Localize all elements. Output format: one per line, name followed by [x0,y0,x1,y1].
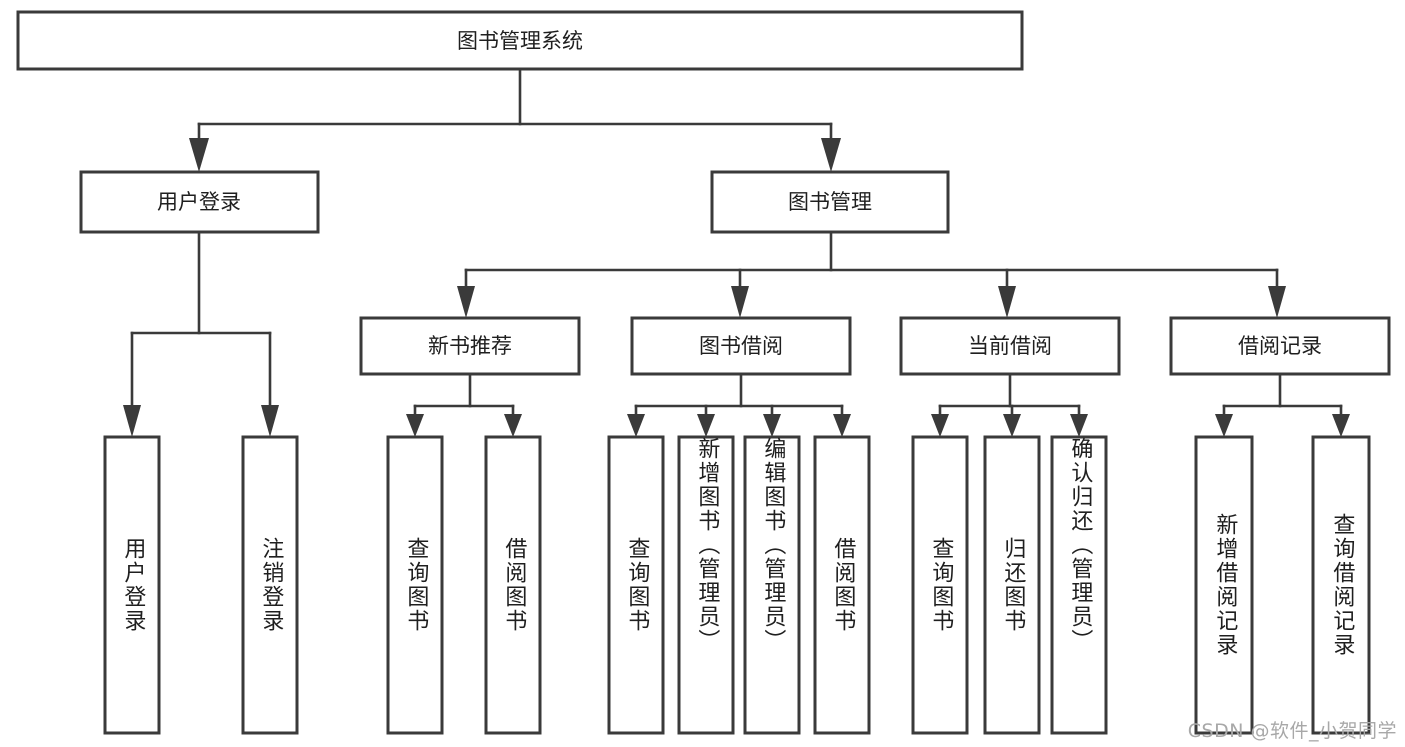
arrow-head-new-book-recommend [457,286,475,318]
node-book-management[interactable]: 图书管理 [710,170,950,234]
node-leaf-return-book-rect[interactable] [983,435,1041,735]
node-leaf-query-book-recommend-rect[interactable] [386,435,444,735]
watermark: CSDN @软件_小贺同学 [1187,720,1397,742]
arrow-head-current-borrow [998,286,1016,318]
node-book-management-rect[interactable] [710,170,950,234]
node-new-book-recommend-rect[interactable] [359,316,581,376]
arrow-head-leaf-query-borrow-record [1332,414,1350,437]
node-leaf-edit-book-rect[interactable] [743,435,801,735]
arrow-head-leaf-add-borrow-record [1215,414,1233,437]
arrow-head-leaf-query-book-recommend [406,414,424,437]
node-leaf-query-borrow-record-rect[interactable] [1311,435,1371,735]
node-root[interactable]: 图书管理系统 [16,10,1024,71]
node-leaf-add-borrow-record-rect[interactable] [1194,435,1254,735]
arrow-head-user-login [189,138,209,172]
arrow-head-leaf-query-book-borrow [627,414,645,437]
connector-current-borrow-to-leaves [931,372,1088,437]
arrow-head-borrow-record [1268,286,1286,318]
node-leaf-add-book-rect[interactable] [677,435,735,735]
node-user-login[interactable]: 用户登录 [79,170,320,234]
arrow-head-leaf-borrow-book-recommend [504,414,522,437]
node-book-borrow-label: 图书借阅 [699,334,783,358]
connector-book-borrow-to-leaves [627,372,851,437]
node-leaf-query-book-current-rect[interactable] [911,435,969,735]
node-current-borrow-rect[interactable] [899,316,1121,376]
node-book-borrow-rect[interactable] [630,316,852,376]
connector-book-management-to-level3 [457,230,1286,318]
arrow-head-leaf-return-book [1003,414,1021,437]
arrow-head-leaf-logout [261,405,279,437]
node-leaf-confirm-return-rect[interactable] [1050,435,1108,735]
arrow-head-leaf-confirm-return [1070,414,1088,437]
node-leaf-query-book-borrow-rect[interactable] [607,435,665,735]
arrow-head-book-borrow [731,286,749,318]
node-book-management-label: 图书管理 [788,190,872,214]
arrow-head-leaf-edit-book [763,414,781,437]
node-leaf-logout-rect[interactable] [241,435,299,735]
node-user-login-label: 用户登录 [157,190,241,214]
node-borrow-record-label: 借阅记录 [1238,334,1322,358]
node-current-borrow-label: 当前借阅 [968,334,1052,358]
node-user-login-rect[interactable] [79,170,320,234]
node-leaf-user-login-rect[interactable] [103,435,161,735]
node-borrow-record[interactable]: 借阅记录 [1169,316,1391,376]
node-leaf-borrow-book-recommend-rect[interactable] [484,435,542,735]
arrow-head-book-management [821,138,841,172]
connector-new-book-recommend-to-leaves [406,372,522,437]
connector-root-to-level2 [189,67,841,172]
connector-borrow-record-to-leaves [1215,372,1350,437]
node-new-book-recommend-label: 新书推荐 [428,334,512,358]
node-new-book-recommend[interactable]: 新书推荐 [359,316,581,376]
node-root-rect[interactable] [16,10,1024,71]
node-book-borrow[interactable]: 图书借阅 [630,316,852,376]
connector-user-login-to-leaves [123,230,279,437]
node-leaf-borrow-book-rect[interactable] [813,435,871,735]
arrow-head-leaf-user-login [123,405,141,437]
arrow-head-leaf-query-book-current [931,414,949,437]
node-root-label: 图书管理系统 [457,29,583,53]
node-borrow-record-rect[interactable] [1169,316,1391,376]
node-current-borrow[interactable]: 当前借阅 [899,316,1121,376]
arrow-head-leaf-add-book [697,414,715,437]
arrow-head-leaf-borrow-book [833,414,851,437]
